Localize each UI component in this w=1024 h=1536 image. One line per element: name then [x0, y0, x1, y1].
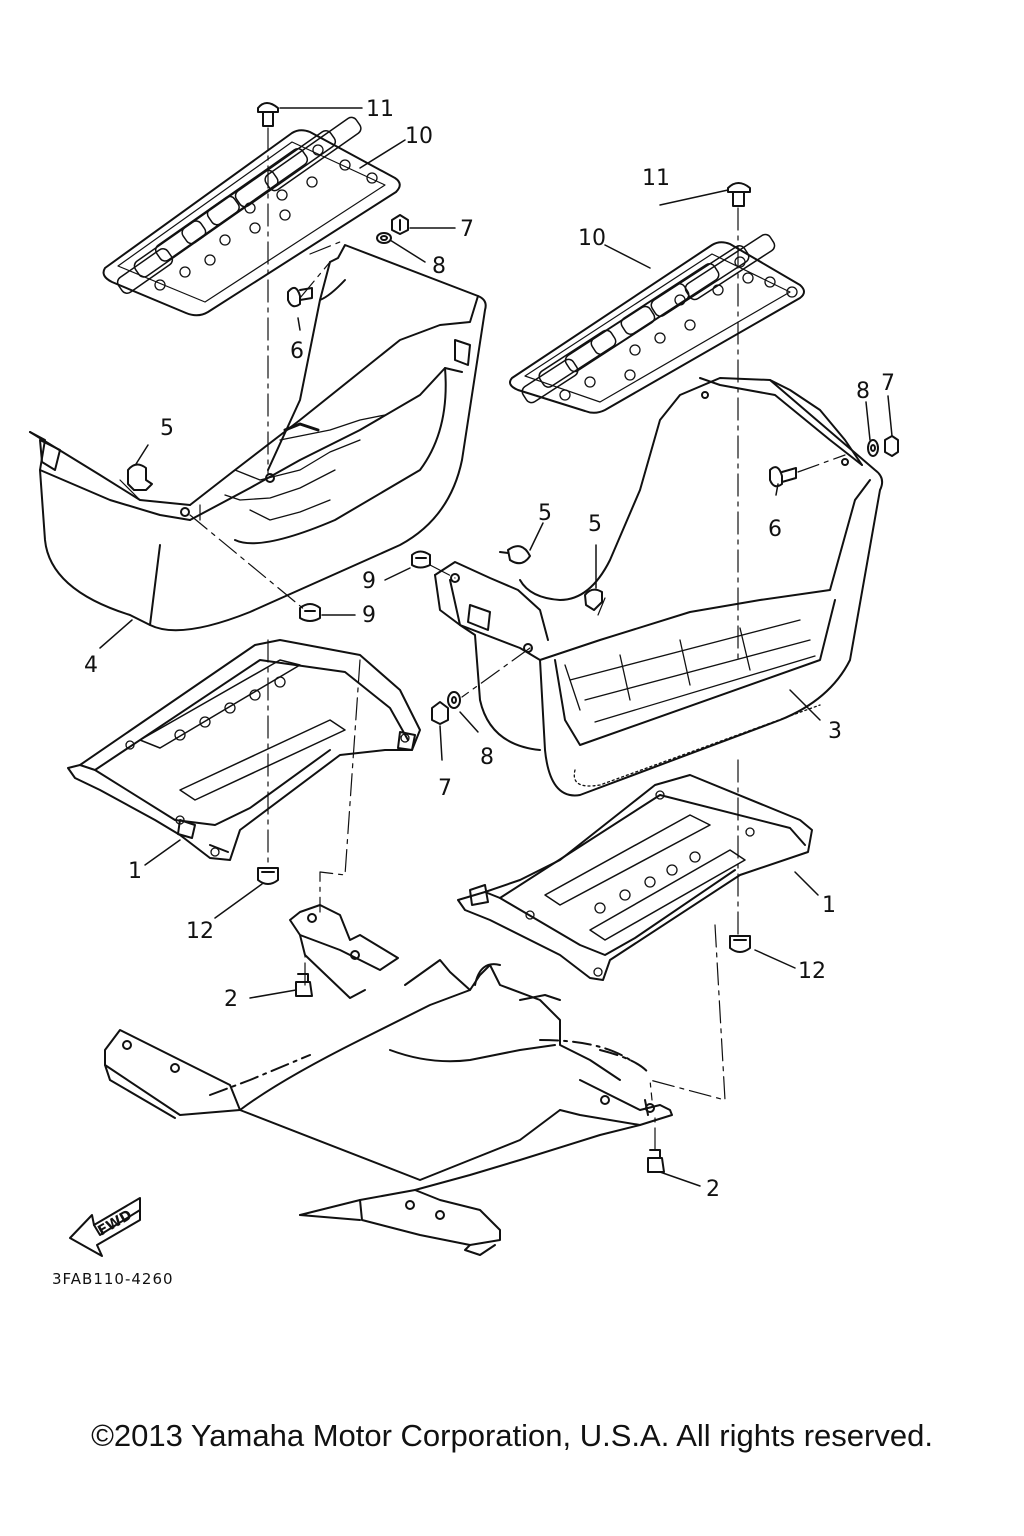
callout-9-lower: 9 — [362, 603, 376, 628]
callout-1-right: 1 — [822, 893, 836, 918]
callout-10-right: 10 — [578, 226, 606, 251]
callout-8-lower: 8 — [480, 745, 494, 770]
callout-7-top-left: 7 — [460, 217, 474, 242]
right-footrest-guard — [434, 377, 884, 797]
callout-11-left: 11 — [366, 97, 394, 122]
callout-5-right: 5 — [588, 512, 602, 537]
callout-8-right: 8 — [856, 379, 870, 404]
callout-labels: 11 10 7 8 6 5 4 9 9 11 10 8 7 6 5 5 8 7 … — [84, 97, 895, 1202]
callout-2-left: 2 — [224, 987, 238, 1012]
callout-4: 4 — [84, 653, 98, 678]
callout-7-lower: 7 — [438, 776, 452, 801]
callout-5-center: 5 — [538, 501, 552, 526]
callout-10-left: 10 — [405, 124, 433, 149]
callout-12-right: 12 — [798, 959, 826, 984]
left-footrest-board — [102, 116, 401, 317]
callout-9-upper: 9 — [362, 569, 376, 594]
callout-5-left: 5 — [160, 416, 174, 441]
callout-6-right: 6 — [768, 517, 782, 542]
callout-3: 3 — [828, 719, 842, 744]
frame — [104, 904, 673, 1256]
copyright-notice: ©2013 Yamaha Motor Corporation, U.S.A. A… — [91, 1418, 933, 1453]
fasteners — [127, 102, 899, 1173]
callout-11-right: 11 — [642, 166, 670, 191]
left-footrest-bracket — [67, 639, 421, 861]
fwd-arrow-icon — [69, 1197, 141, 1257]
callout-8-top-left: 8 — [432, 254, 446, 279]
leader-lines — [99, 107, 893, 1187]
callout-12-left: 12 — [186, 919, 214, 944]
callout-6-left: 6 — [290, 339, 304, 364]
callout-7-right: 7 — [881, 371, 895, 396]
right-footrest-bracket — [457, 774, 813, 981]
diagram-part-code: 3FAB110-4260 — [52, 1270, 174, 1288]
left-footrest-guard — [29, 244, 487, 632]
right-footrest-board — [509, 233, 805, 414]
callout-1-left: 1 — [128, 859, 142, 884]
assembly-center-lines — [189, 127, 846, 1151]
callout-2-right: 2 — [706, 1177, 720, 1202]
